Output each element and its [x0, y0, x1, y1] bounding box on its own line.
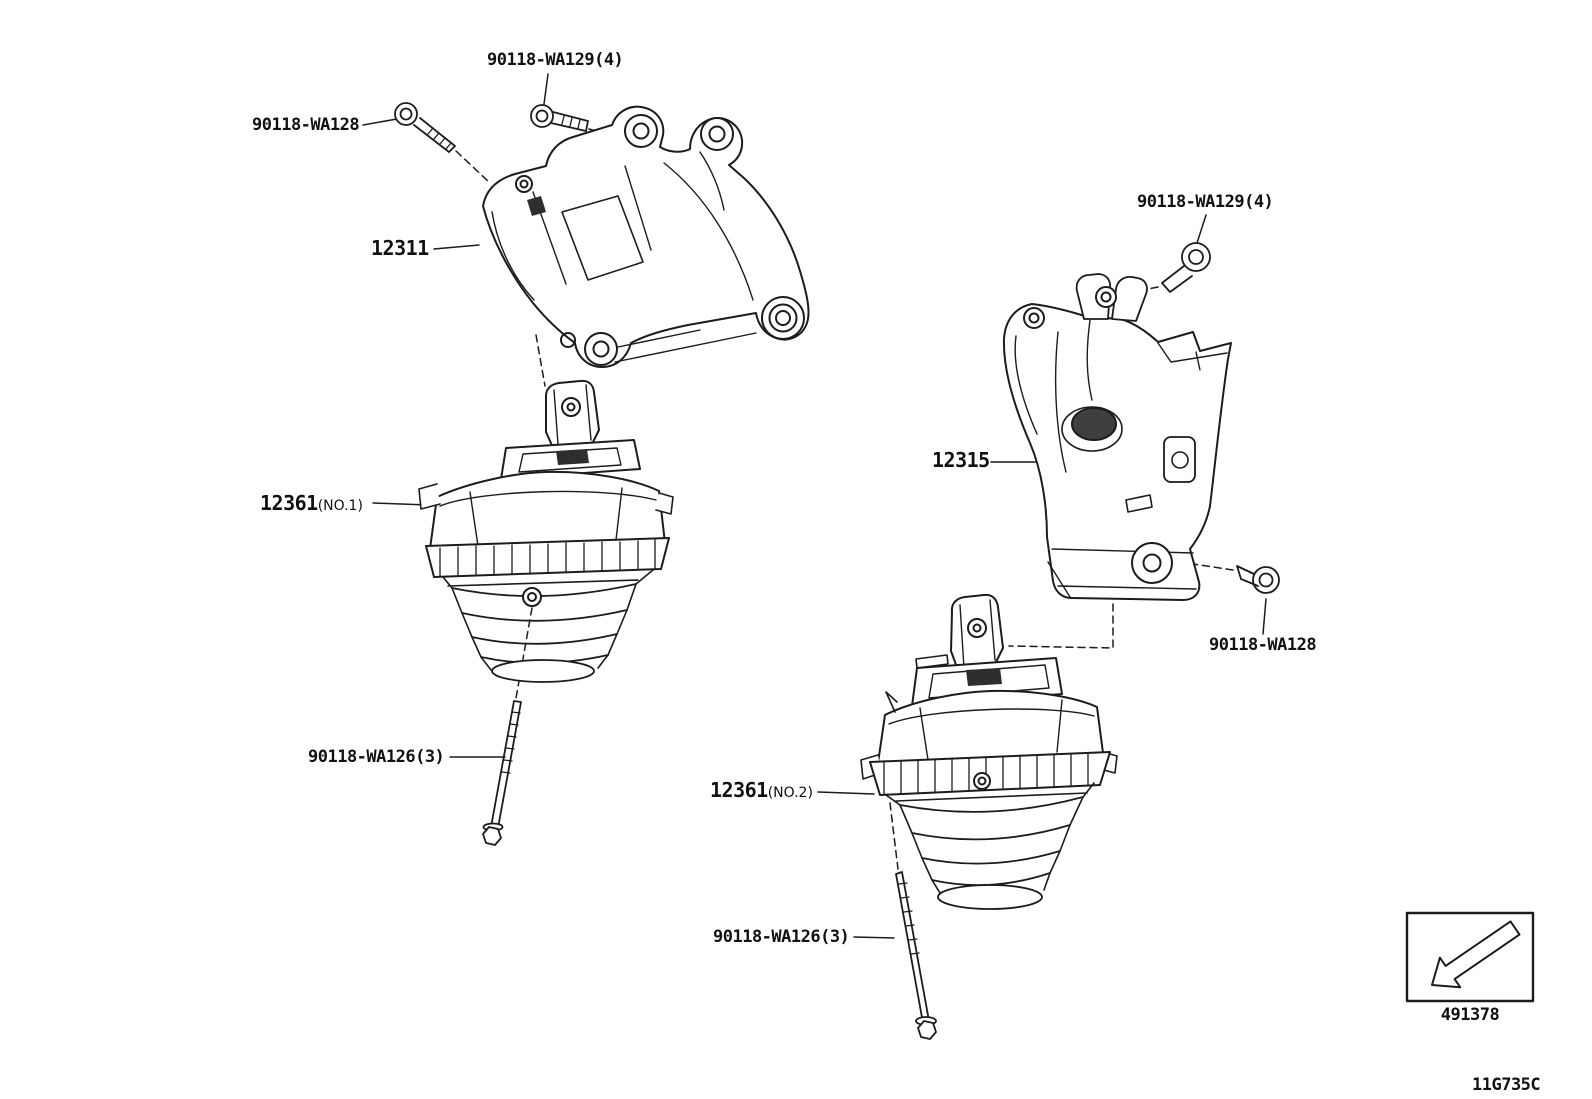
bolt-90118-wa129-rear-drawing [1161, 242, 1211, 293]
bolt-90118-wa128-front-drawing [394, 102, 456, 153]
insulator-12361-no1-drawing [418, 379, 674, 683]
bolt-90118-wa126-rear-drawing [895, 871, 937, 1040]
label-bolt-90118-wa126-rear: 90118-WA126(3) [713, 927, 850, 947]
direction-arrow-icon [1431, 920, 1521, 989]
bolt-90118-wa126-front-drawing [482, 700, 522, 846]
label-bracket-12315: 12315 [932, 448, 990, 472]
label-frame-ref-491378: 491378 [1440, 1005, 1500, 1025]
label-bracket-12311: 12311 [371, 236, 429, 260]
label-insulator-12361-no1: 12361(NO.1) [260, 492, 363, 515]
label-bolt-90118-wa129-rear: 90118-WA129(4) [1137, 192, 1274, 212]
bracket-12311-drawing [482, 105, 810, 368]
label-leader-lines [362, 73, 1267, 939]
bolt-90118-wa128-rear-drawing [1236, 565, 1280, 594]
label-insulator-12361-no2-number: 12361 [710, 778, 768, 802]
label-insulator-12361-no2: 12361(NO.2) [710, 779, 813, 802]
label-bolt-90118-wa128-rear: 90118-WA128 [1209, 635, 1317, 655]
label-insulator-12361-no1-number: 12361 [260, 491, 318, 515]
insulator-12361-no2-drawing [860, 593, 1118, 910]
label-figure-code: 11G735C [1472, 1075, 1541, 1095]
label-insulator-12361-no1-note: (NO.1) [317, 498, 363, 514]
label-insulator-12361-no2-note: (NO.2) [767, 785, 813, 801]
bolt-90118-wa129-front-drawing [530, 104, 589, 132]
label-bolt-90118-wa128-front: 90118-WA128 [252, 115, 360, 135]
label-bolt-90118-wa129-front: 90118-WA129(4) [487, 50, 624, 70]
bracket-12315-drawing [1002, 273, 1232, 601]
label-bolt-90118-wa126-front: 90118-WA126(3) [308, 747, 445, 767]
frame-reference-box [1405, 911, 1535, 1003]
